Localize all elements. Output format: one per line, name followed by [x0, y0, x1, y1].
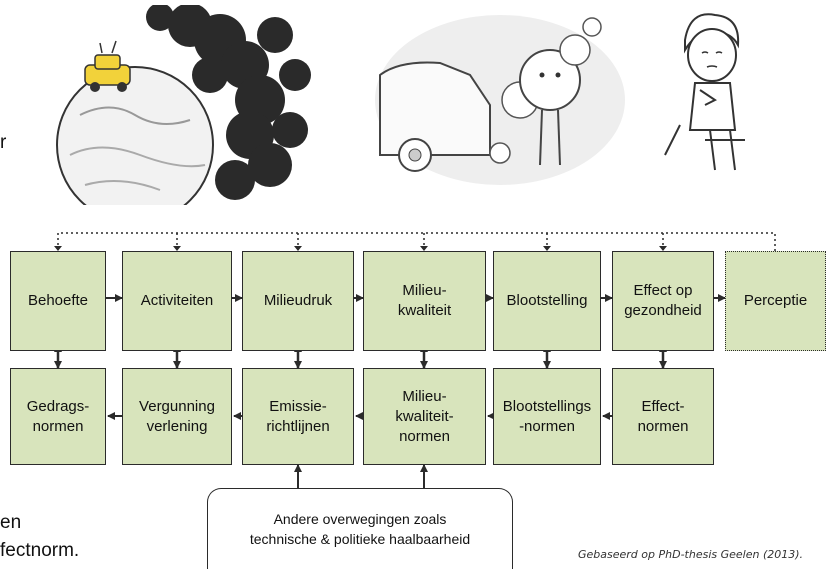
box-blootstellingsnormen: Blootstellings -normen: [493, 368, 601, 465]
box-milieukwaliteit: Milieu- kwaliteit: [363, 251, 486, 351]
note-up-arrows: [294, 464, 428, 488]
box-blootstelling: Blootstelling: [493, 251, 601, 351]
box-behoefte: Behoefte: [10, 251, 106, 351]
box-activiteiten: Activiteiten: [122, 251, 232, 351]
box-milieukwaliteitnormen: Milieu- kwaliteit- normen: [363, 368, 486, 465]
feedback-dotted-lines: [57, 232, 776, 251]
source-caption: Gebaseerd op PhD-thesis Geelen (2013).: [578, 548, 804, 561]
box-vergunningverlening: Vergunning verlening: [122, 368, 232, 465]
box-gedragsnormen: Gedrags- normen: [10, 368, 106, 465]
slide-text-fragment-bottom-1: en: [0, 512, 22, 533]
note-other-considerations: Andere overwegingen zoals technische & p…: [207, 488, 513, 569]
slide-text-fragment-bottom-2: fectnorm.: [0, 540, 80, 561]
coughing-person-cartoon-icon: [664, 13, 745, 171]
vertical-double-arrows: [54, 344, 667, 369]
box-effect-op-gezondheid: Effect op gezondheid: [612, 251, 714, 351]
box-perceptie: Perceptie: [725, 251, 826, 351]
box-effectnormen: Effect- normen: [612, 368, 714, 465]
box-emissierichtlijnen: Emissie- richtlijnen: [242, 368, 354, 465]
box-milieudruk: Milieudruk: [242, 251, 354, 351]
feedback-arrowheads: [54, 246, 667, 251]
car-exhaust-cartoon-icon: [375, 15, 625, 185]
slide-text-fragment-left: r: [0, 132, 7, 153]
earth-car-cartoon-icon: [56, 5, 311, 205]
